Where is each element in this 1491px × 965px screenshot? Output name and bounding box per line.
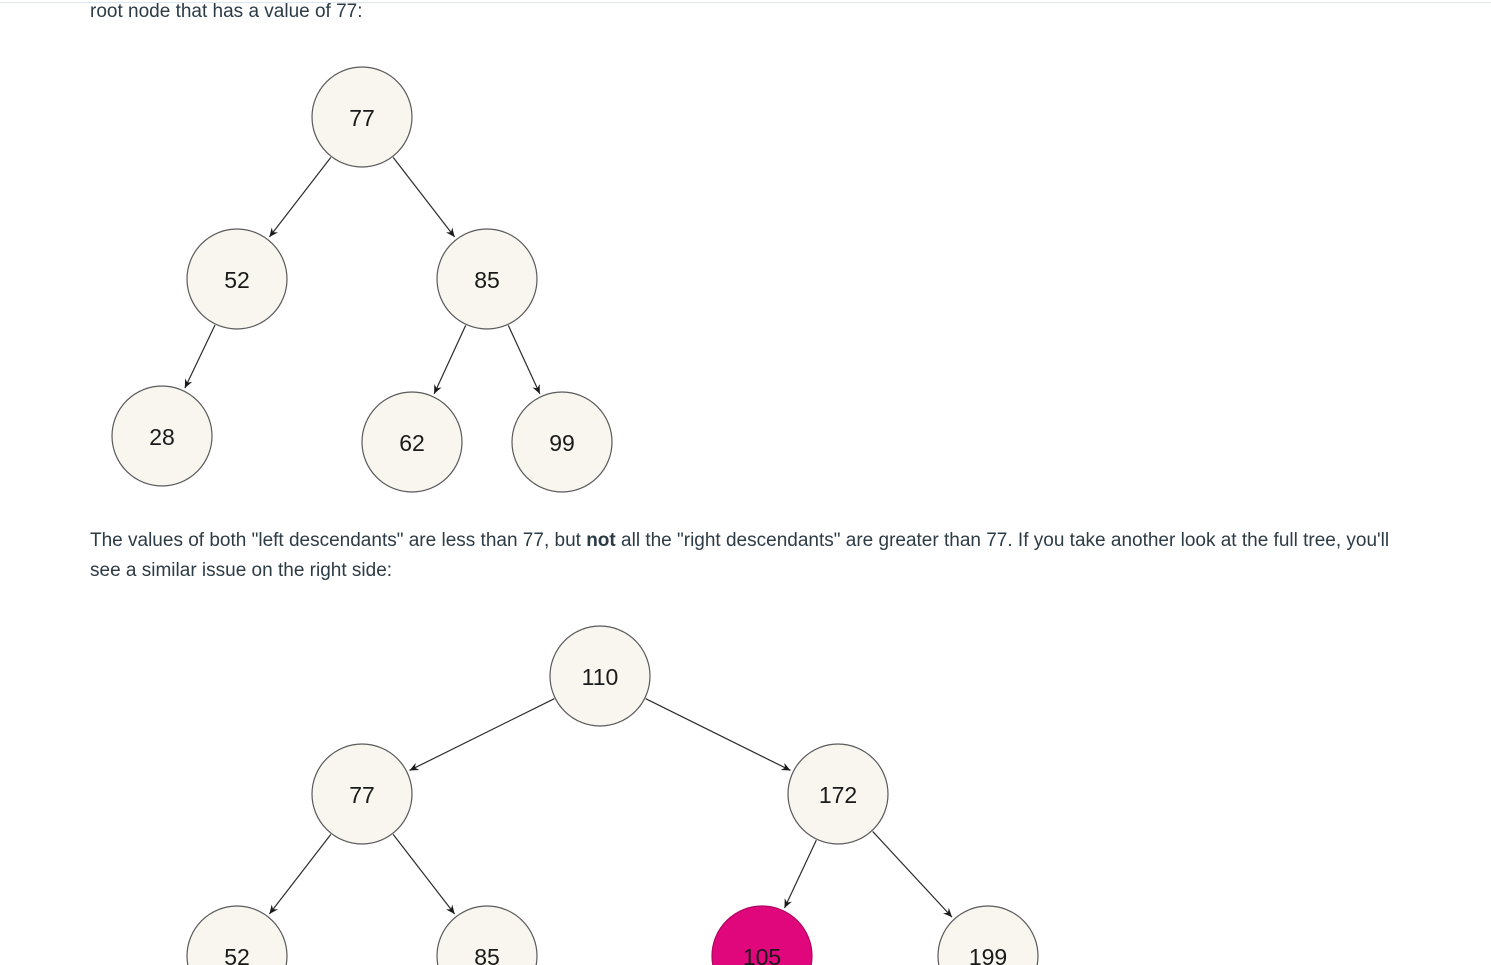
node-circle [186, 228, 288, 330]
tree-node-85: 85 [436, 905, 538, 965]
node-label: 110 [582, 664, 619, 690]
node-circle [549, 625, 651, 727]
node-label: 105 [743, 944, 781, 965]
node-label: 85 [474, 267, 500, 293]
edge-m110-m172 [645, 698, 791, 771]
node-label: 52 [224, 944, 250, 965]
node-label: 62 [399, 430, 425, 456]
node-label: 199 [969, 944, 1007, 965]
intro-paragraph: root node that has a value of 77: [90, 1, 363, 22]
node-circle [436, 228, 538, 330]
node-circle [311, 743, 413, 845]
node-circle [711, 905, 813, 965]
tree-node-105: 105 [711, 905, 813, 965]
tree-node-52: 52 [186, 905, 288, 965]
node-label: 172 [819, 782, 857, 808]
node-label: 77 [349, 105, 375, 131]
node-circle [111, 385, 213, 487]
tree-node-99: 99 [511, 391, 613, 493]
tree-node-52: 52 [186, 228, 288, 330]
tree-node-62: 62 [361, 391, 463, 493]
edge-m110-m77 [409, 698, 555, 771]
top-divider [0, 2, 1491, 3]
edge-m77-m85 [392, 834, 456, 915]
subtree-diagram: 77 52 85 28 62 99 [111, 66, 613, 493]
edge-n77-n52 [268, 157, 332, 238]
node-circle [436, 905, 538, 965]
edge-m172-m199 [872, 831, 953, 918]
tree-node-110: 110 [549, 625, 651, 727]
tree-node-77: 77 [311, 743, 413, 845]
node-label: 85 [474, 944, 500, 965]
node-circle [787, 743, 889, 845]
edge-n85-n99 [507, 325, 541, 395]
explanation-paragraph: The values of both "left descendants" ar… [90, 526, 1410, 586]
node-circle [186, 905, 288, 965]
explanation-text-start: The values of both "left descendants" ar… [90, 530, 587, 551]
full-tree-diagram: 110 77 172 52 85 105 199 [186, 625, 1039, 965]
node-label: 52 [224, 267, 250, 293]
edge-n52-n28 [184, 324, 216, 389]
edge-m172-m105 [783, 839, 817, 909]
edge-m77-m52 [268, 834, 332, 915]
node-circle [361, 391, 463, 493]
explanation-emphasis: not [586, 530, 616, 551]
tree-node-28: 28 [111, 385, 213, 487]
tree-node-199: 199 [937, 905, 1039, 965]
node-label: 77 [349, 782, 375, 808]
edge-n85-n62 [433, 325, 467, 395]
node-circle [311, 66, 413, 168]
node-label: 99 [549, 430, 575, 456]
node-circle [511, 391, 613, 493]
node-circle [937, 905, 1039, 965]
explanation-text-end: all the "right descendants" are greater … [90, 530, 1390, 581]
node-label: 28 [149, 424, 175, 450]
tree-node-172: 172 [787, 743, 889, 845]
edge-n77-n85 [392, 157, 456, 238]
tree-node-77: 77 [311, 66, 413, 168]
tree-node-85: 85 [436, 228, 538, 330]
